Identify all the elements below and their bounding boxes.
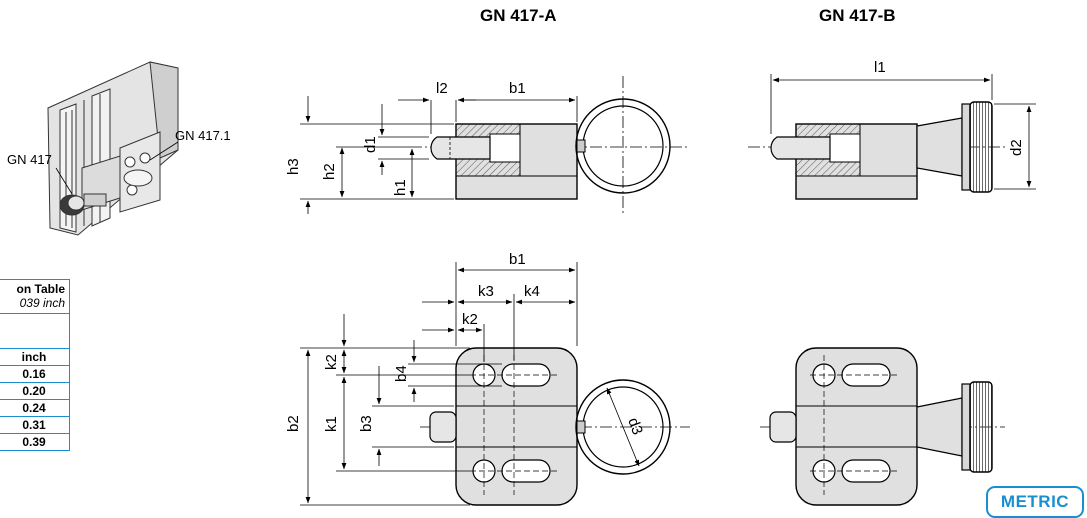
dim-b2: b2 (285, 415, 302, 432)
dim-l1: l1 (874, 59, 886, 76)
application-sketch (47, 61, 179, 236)
dim-d1: d1 (362, 136, 379, 153)
dim-l2: l2 (436, 80, 448, 97)
dim-k2-vertical: k2 (323, 354, 340, 370)
callout-line-gn417 (55, 167, 73, 195)
variant-b-title: GN 417-B (819, 6, 896, 25)
dim-h1: h1 (392, 179, 409, 196)
variant-b-front-view (760, 347, 1005, 506)
dim-b3: b3 (358, 415, 375, 432)
callout-gn4171: GN 417.1 (175, 128, 231, 143)
conversion-table-title: on Table (16, 282, 65, 296)
dim-h3: h3 (285, 158, 302, 175)
conversion-table-row: 0.39 (22, 435, 46, 449)
conversion-table-row: 0.16 (0, 366, 69, 383)
dim-k3: k3 (478, 283, 494, 300)
variant-a-front-dimensions (300, 262, 640, 506)
callout-line-gn4171 (149, 141, 179, 161)
metric-badge: METRIC (986, 486, 1084, 518)
conversion-table-unit-header: inch (0, 349, 69, 366)
callout-gn417: GN 417 (7, 152, 52, 167)
conversion-table-row: 0.24 (0, 400, 69, 417)
variant-a-side-view (410, 76, 690, 214)
conversion-table-spacer (0, 314, 69, 349)
variant-b-side-dimensions (770, 74, 1036, 190)
dim-d3: d3 (624, 416, 646, 437)
variant-a-side-dimensions (300, 96, 578, 214)
variant-a-title: GN 417-A (480, 6, 557, 25)
dim-k4: k4 (524, 283, 540, 300)
conversion-table: on Table 039 inch inch 0.16 0.20 0.24 0.… (0, 279, 70, 451)
dim-h2: h2 (321, 163, 338, 180)
dim-b1-front: b1 (509, 251, 526, 268)
conversion-table-row: 0.20 (0, 383, 69, 400)
variant-b-side-view (748, 101, 1005, 200)
dim-k2-horizontal: k2 (462, 311, 478, 328)
dim-k1: k1 (323, 416, 340, 432)
dim-b4: b4 (393, 365, 410, 382)
dim-b1-top: b1 (509, 80, 526, 97)
variant-a-front-view (420, 347, 690, 506)
dim-d2: d2 (1008, 139, 1025, 156)
conversion-table-subtitle: 039 inch (0, 296, 69, 314)
conversion-table-row: 0.31 (0, 417, 69, 434)
